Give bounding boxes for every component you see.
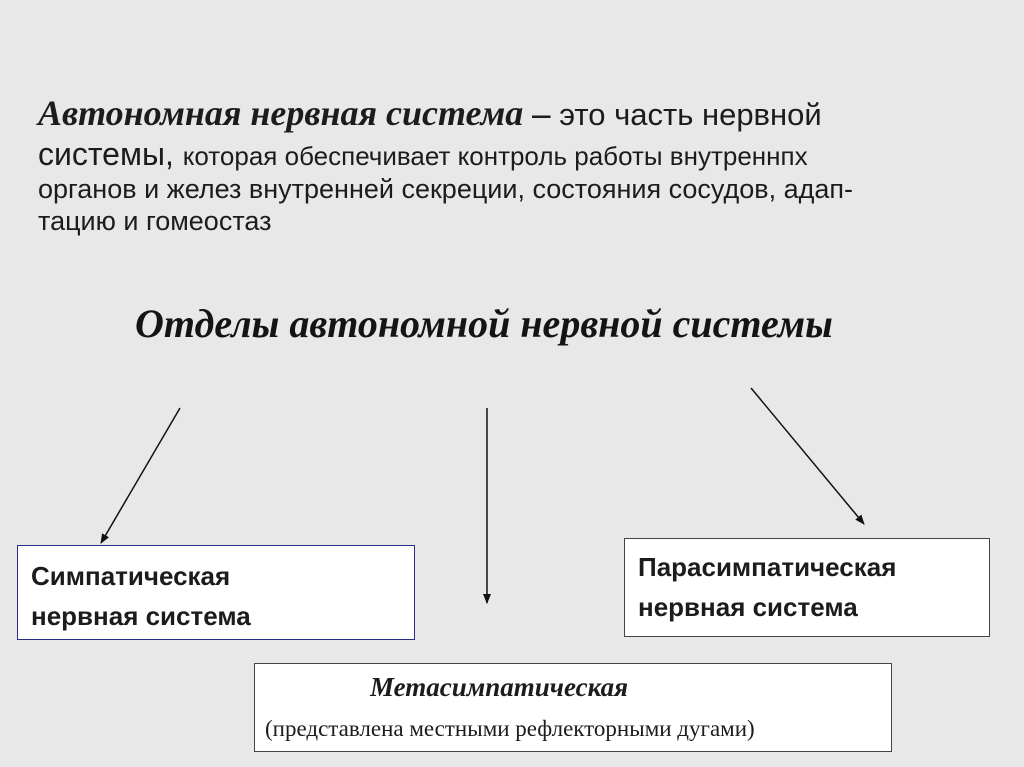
- definition-line-3: органов и желез внутренней секреции, сос…: [38, 174, 854, 204]
- definition-term: Автономная нервная система: [38, 93, 524, 133]
- definition-line-2-rest: которая обеспечивает контроль работы вну…: [182, 141, 808, 171]
- metasympathetic-note: (представлена местными рефлекторными дуг…: [265, 716, 755, 741]
- divisions-heading: Отделы автономной нервной системы: [135, 301, 833, 346]
- parasympathetic-box: Парасимпатическая нервная система: [624, 538, 990, 637]
- sympathetic-box: Симпатическая нервная система: [17, 545, 415, 640]
- arrow-to-sympathetic: [100, 407, 181, 544]
- definition-line-2-start: системы,: [38, 136, 174, 172]
- definition-line-2: системы, которая обеспечивает контроль р…: [38, 136, 808, 173]
- metasympathetic-box: Метасимпатическая (представлена местными…: [254, 663, 892, 752]
- definition-line-1-rest: это часть нервной: [559, 97, 822, 132]
- sympathetic-label: Симпатическая нервная система: [31, 556, 251, 636]
- metasympathetic-title: Метасимпатическая: [370, 672, 628, 702]
- definition-dash: –: [532, 93, 551, 133]
- parasympathetic-label-line-1: Парасимпатическая: [638, 552, 897, 582]
- parasympathetic-label: Парасимпатическая нервная система: [638, 547, 896, 627]
- definition-line-1: Автономная нервная система – это часть н…: [38, 92, 822, 134]
- sympathetic-label-line-2: нервная система: [31, 601, 251, 631]
- sympathetic-label-line-1: Симпатическая: [31, 561, 231, 591]
- parasympathetic-label-line-2: нервная система: [638, 592, 858, 622]
- definition-line-4: тацию и гомеостаз: [38, 206, 272, 236]
- arrow-to-parasympathetic: [750, 387, 865, 525]
